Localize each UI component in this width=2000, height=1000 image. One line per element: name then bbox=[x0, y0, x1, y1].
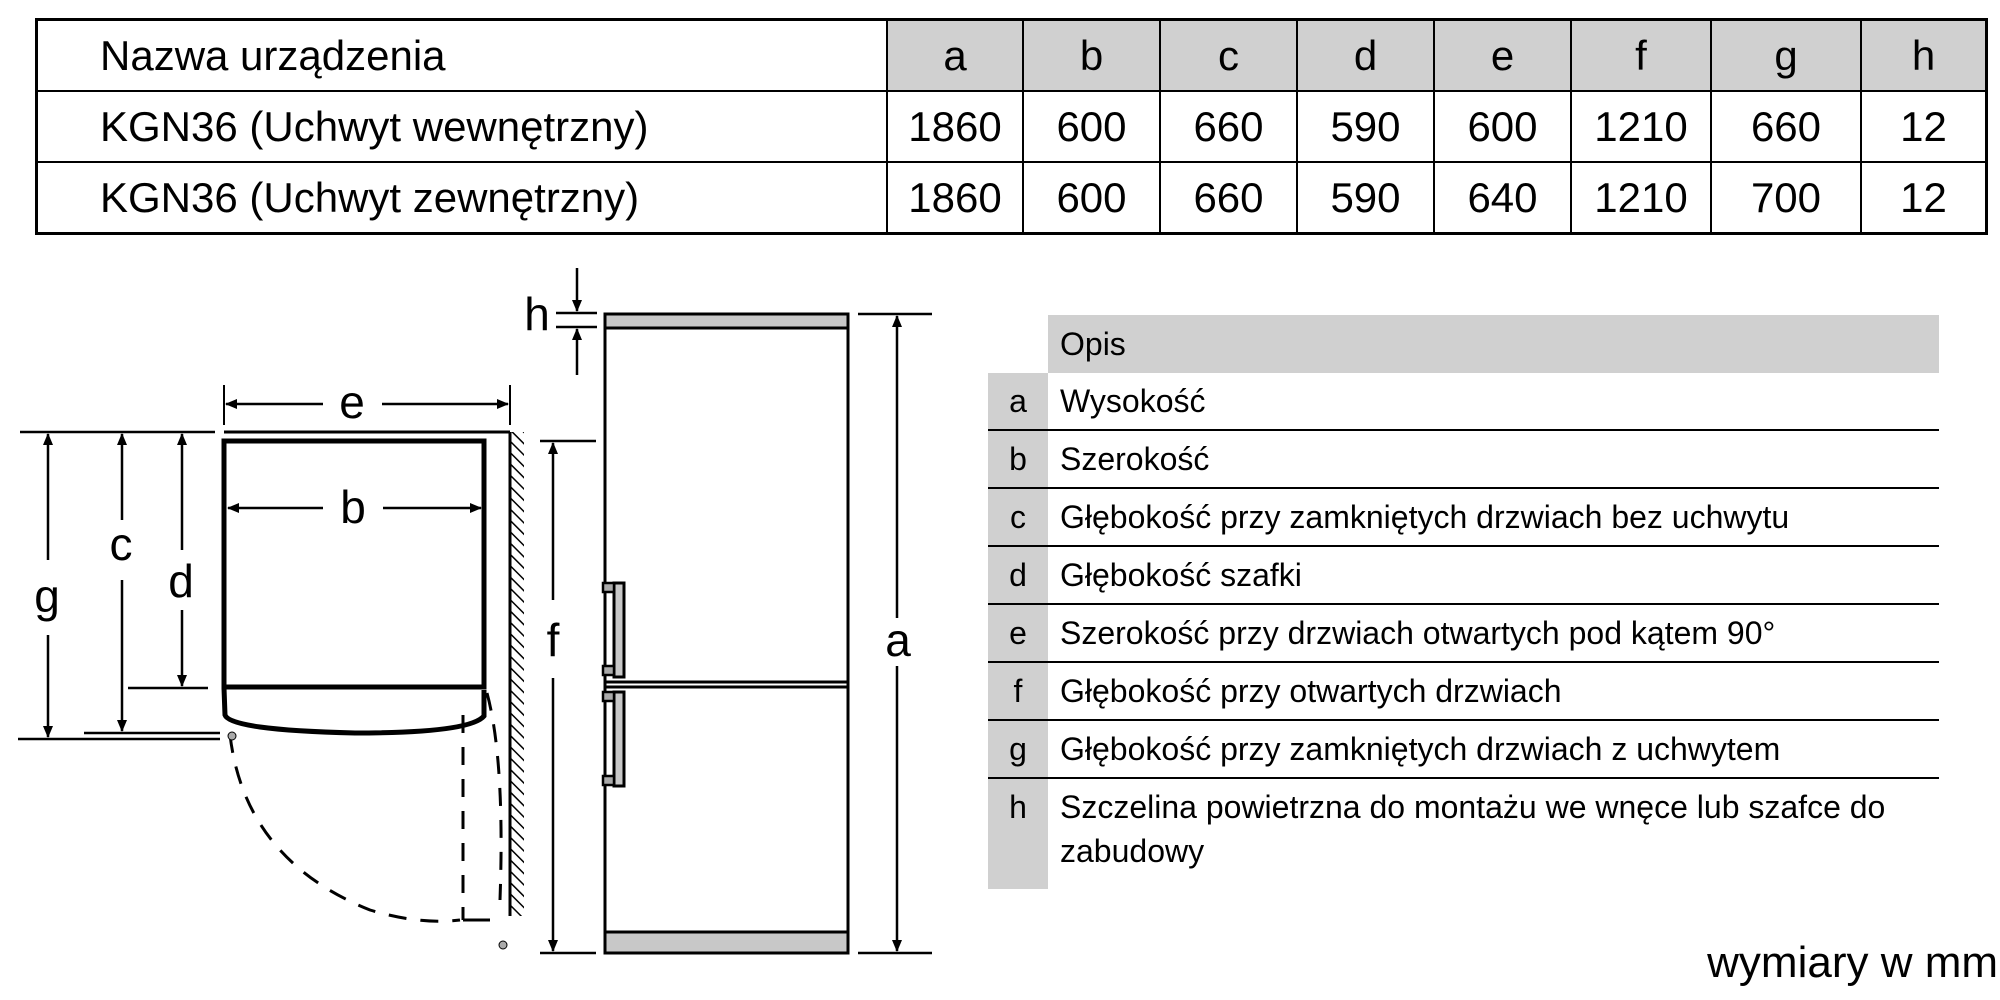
table-cell: 600 bbox=[1433, 90, 1572, 163]
item-text: Głębokość przy zamkniętych drzwiach z uc… bbox=[1060, 731, 1781, 767]
column-header: g bbox=[1710, 18, 1862, 92]
hinge-icon bbox=[498, 940, 508, 950]
table-row: KGN36 (Uchwyt wewnętrzny) 1860 600 660 5… bbox=[35, 90, 1988, 163]
label-e: e bbox=[339, 376, 365, 428]
table-cell: 12 bbox=[1860, 90, 1988, 163]
table-cell: 600 bbox=[1022, 90, 1161, 163]
list-item: e Szerokość przy drzwiach otwartych pod … bbox=[988, 605, 1939, 663]
table-row: KGN36 (Uchwyt zewnętrzny) 1860 600 660 5… bbox=[35, 161, 1988, 235]
item-key: a bbox=[988, 373, 1048, 429]
label-f: f bbox=[547, 614, 560, 666]
column-header: f bbox=[1570, 18, 1712, 92]
handle-upper bbox=[601, 581, 626, 679]
name-header: Nazwa urządzenia bbox=[35, 18, 888, 92]
item-text: Głębokość przy zamkniętych drzwiach bez … bbox=[1060, 499, 1790, 535]
column-header: c bbox=[1159, 18, 1298, 92]
device-name: KGN36 (Uchwyt zewnętrzny) bbox=[35, 161, 888, 235]
label-a: a bbox=[885, 614, 911, 666]
list-item: d Głębokość szafki bbox=[988, 547, 1939, 605]
table-cell: 700 bbox=[1710, 161, 1862, 235]
dimensions-table: Nazwa urządzenia a b c d e f g h KGN36 (… bbox=[35, 18, 1988, 235]
dimension-drawings: e b g c d f bbox=[18, 268, 932, 955]
label-h: h bbox=[524, 288, 550, 340]
table-cell: 590 bbox=[1296, 90, 1435, 163]
table-cell: 590 bbox=[1296, 161, 1435, 235]
table-cell: 660 bbox=[1710, 90, 1862, 163]
item-key: d bbox=[988, 547, 1048, 603]
label-b: b bbox=[340, 481, 366, 533]
list-item: a Wysokość bbox=[988, 373, 1939, 431]
item-text: Wysokość bbox=[1060, 383, 1206, 419]
item-text: Głębokość szafki bbox=[1060, 557, 1302, 593]
item-text: Szerokość przy drzwiach otwartych pod ką… bbox=[1060, 615, 1776, 651]
front-view-drawing: h a bbox=[524, 268, 932, 955]
item-key: h bbox=[988, 779, 1048, 889]
label-g: g bbox=[34, 570, 60, 622]
top-view-drawing: e b g c d f bbox=[18, 376, 596, 955]
label-c: c bbox=[110, 518, 133, 570]
item-text: Głębokość przy otwartych drzwiach bbox=[1060, 673, 1562, 709]
door-open-edge bbox=[485, 692, 503, 901]
fridge-body-front bbox=[603, 312, 850, 955]
table-cell: 660 bbox=[1159, 161, 1298, 235]
column-header: h bbox=[1860, 18, 1988, 92]
door-closed bbox=[221, 687, 487, 736]
table-cell: 1860 bbox=[886, 90, 1024, 163]
item-key: e bbox=[988, 605, 1048, 661]
units-note: wymiary w mm bbox=[1707, 938, 1998, 987]
column-header: b bbox=[1022, 18, 1161, 92]
door-swing-arc bbox=[228, 734, 461, 923]
column-header: e bbox=[1433, 18, 1572, 92]
item-key: g bbox=[988, 721, 1048, 777]
label-d: d bbox=[168, 555, 194, 607]
handle-lower bbox=[601, 690, 626, 788]
table-header-row: Nazwa urządzenia a b c d e f g h bbox=[35, 18, 1988, 92]
item-key: c bbox=[988, 489, 1048, 545]
list-item: g Głębokość przy zamkniętych drzwiach z … bbox=[988, 721, 1939, 779]
column-header: d bbox=[1296, 18, 1435, 92]
item-text: Szczelina powietrzna do montażu we wnęce… bbox=[1060, 789, 1886, 869]
item-key: f bbox=[988, 663, 1048, 719]
table-cell: 660 bbox=[1159, 90, 1298, 163]
list-item: f Głębokość przy otwartych drzwiach bbox=[988, 663, 1939, 721]
wall-hatch bbox=[510, 432, 524, 916]
top-cover bbox=[603, 312, 850, 330]
item-text: Szerokość bbox=[1060, 441, 1210, 477]
device-name: KGN36 (Uchwyt wewnętrzny) bbox=[35, 90, 888, 163]
list-item: c Głębokość przy zamkniętych drzwiach be… bbox=[988, 489, 1939, 547]
table-cell: 600 bbox=[1022, 161, 1161, 235]
fridge-body-top bbox=[221, 438, 487, 690]
column-header: a bbox=[886, 18, 1024, 92]
table-cell: 1210 bbox=[1570, 90, 1712, 163]
description-header: Opis bbox=[1048, 315, 1939, 373]
hinge-icon bbox=[227, 731, 237, 741]
description-table: Opis a Wysokość b Szerokość c Głębokość … bbox=[988, 315, 1939, 889]
table-cell: 1860 bbox=[886, 161, 1024, 235]
table-cell: 1210 bbox=[1570, 161, 1712, 235]
table-cell: 640 bbox=[1433, 161, 1572, 235]
item-key: b bbox=[988, 431, 1048, 487]
list-item: b Szerokość bbox=[988, 431, 1939, 489]
list-item: h Szczelina powietrzna do montażu we wnę… bbox=[988, 779, 1939, 889]
plinth bbox=[603, 930, 850, 955]
table-cell: 12 bbox=[1860, 161, 1988, 235]
